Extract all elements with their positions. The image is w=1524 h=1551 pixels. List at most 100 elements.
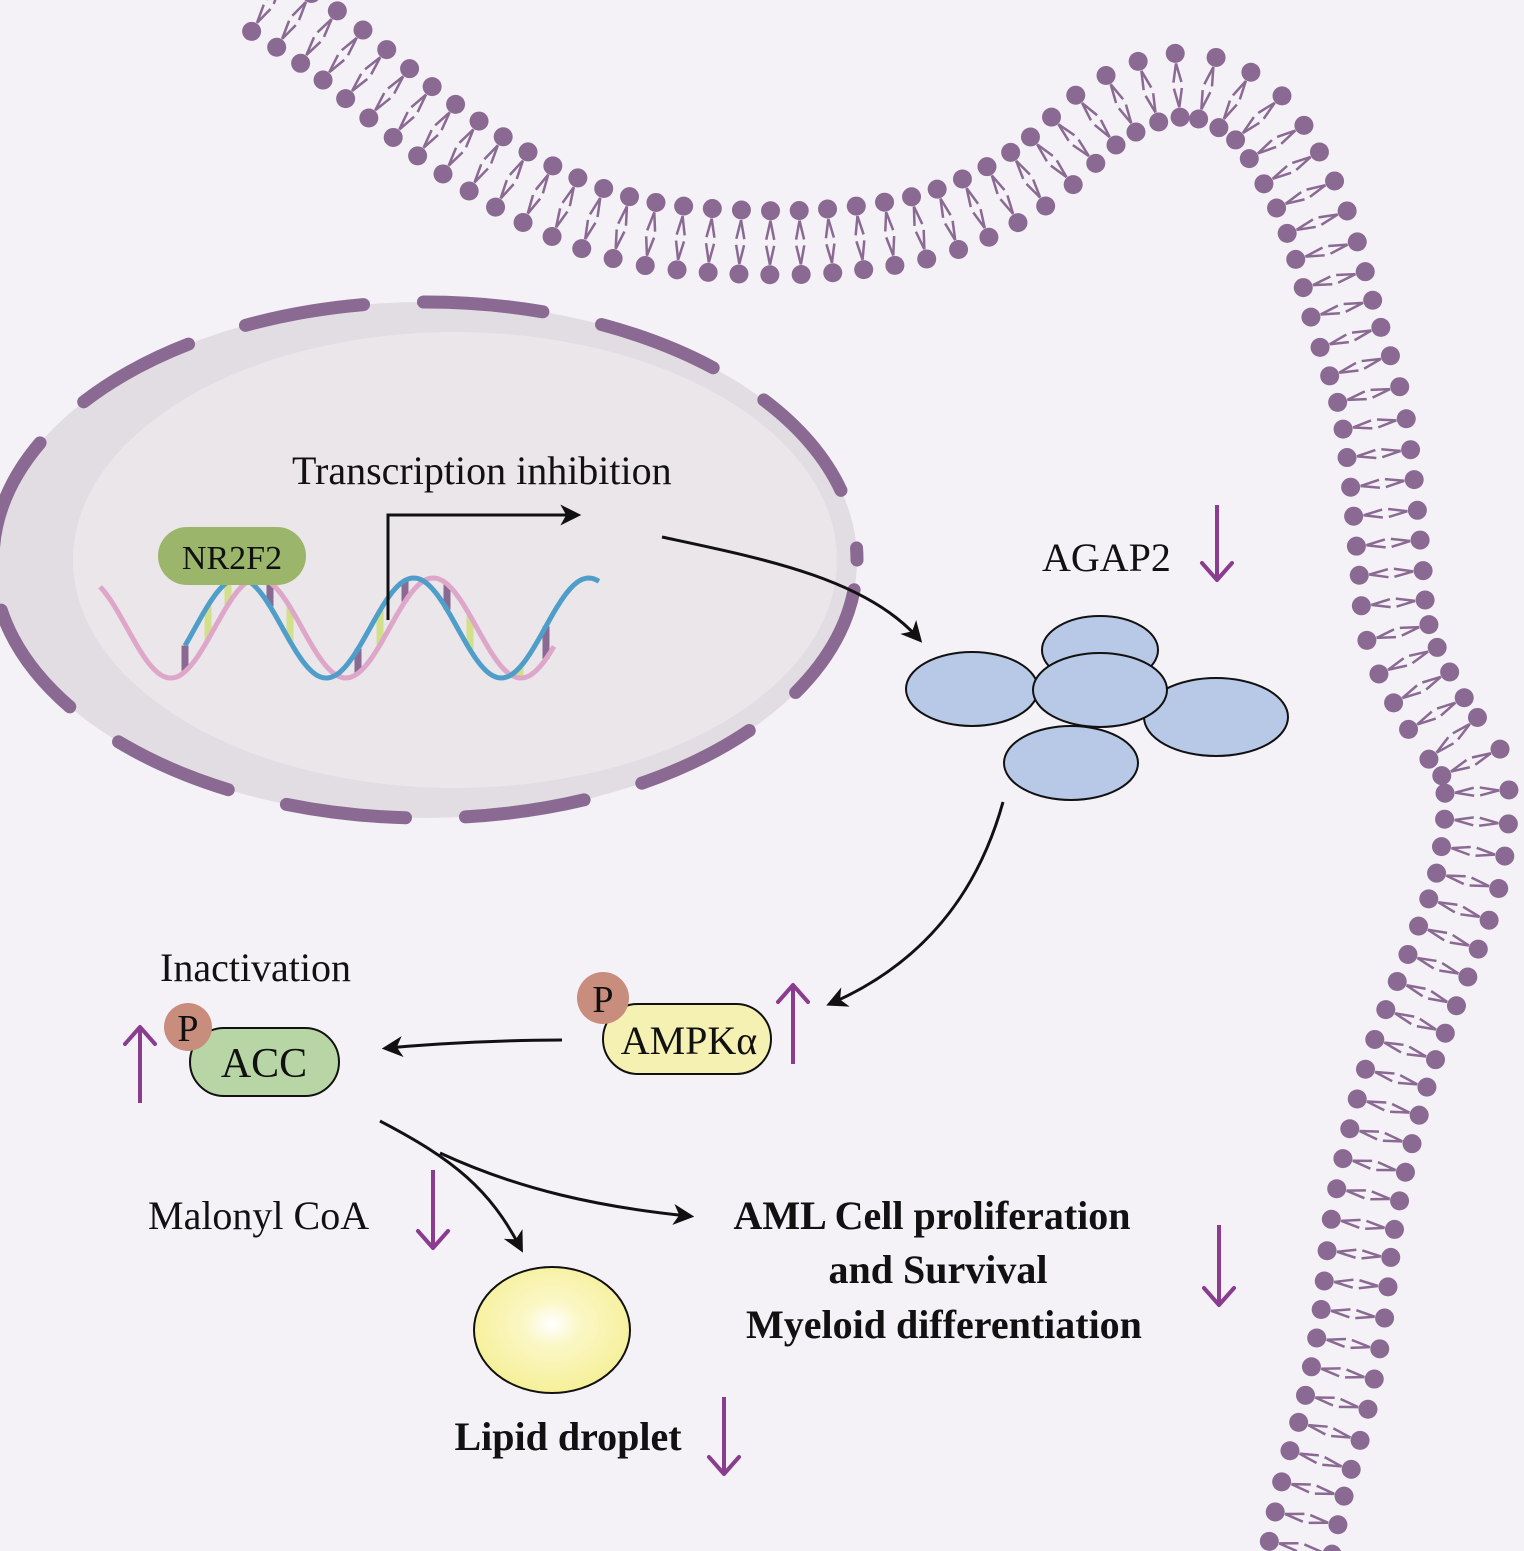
lipid-head bbox=[493, 127, 513, 147]
lipid-tail bbox=[1320, 1367, 1340, 1378]
phospholipid bbox=[875, 192, 905, 275]
lipid-head bbox=[1314, 1271, 1334, 1291]
lipid-tail bbox=[1036, 143, 1048, 162]
lipid-tail bbox=[765, 220, 772, 241]
lipid-tail bbox=[1401, 691, 1422, 700]
lipid-tail bbox=[1358, 1129, 1378, 1141]
lipid-head bbox=[1267, 198, 1287, 218]
lipid-head bbox=[1321, 1209, 1341, 1229]
nr2f2-label: NR2F2 bbox=[182, 540, 282, 577]
lipid-head bbox=[1407, 500, 1427, 520]
phospholipid bbox=[1265, 1502, 1348, 1535]
lipid-head bbox=[1327, 1179, 1347, 1199]
lipid-tail bbox=[1077, 138, 1090, 157]
lipid-head bbox=[1409, 1105, 1429, 1125]
lipid-head bbox=[304, 0, 319, 4]
lipid-head bbox=[1126, 122, 1146, 142]
lipid-tail bbox=[1399, 1074, 1418, 1086]
lipid-tail bbox=[1384, 477, 1405, 483]
lipid-tail bbox=[447, 147, 458, 167]
lipid-tail bbox=[1454, 818, 1474, 827]
lipid-tail bbox=[561, 186, 575, 204]
lipid-head bbox=[620, 187, 640, 207]
lipid-tail bbox=[422, 129, 433, 149]
lipid-tail bbox=[1318, 213, 1338, 219]
lipid-tail bbox=[1360, 484, 1381, 489]
indicator-head-down bbox=[1200, 561, 1234, 582]
lipid-tail bbox=[1329, 340, 1349, 346]
lipid-tail bbox=[596, 197, 602, 218]
lipid-tail bbox=[1440, 701, 1457, 717]
lipid-tail bbox=[1072, 144, 1090, 158]
phospholipid bbox=[667, 196, 694, 280]
lipid-head bbox=[1410, 530, 1430, 550]
lipid-tail bbox=[1057, 123, 1076, 137]
lipid-tail bbox=[1377, 419, 1397, 429]
phospholipid bbox=[1384, 662, 1460, 713]
lipid-head bbox=[977, 157, 997, 177]
lipid-head bbox=[1349, 565, 1369, 585]
lipid-tail bbox=[1399, 625, 1420, 630]
lipid-tail bbox=[1345, 301, 1364, 313]
lipid-tail bbox=[1441, 961, 1460, 975]
lipid-head bbox=[1395, 1162, 1415, 1182]
lipid-tail bbox=[990, 175, 999, 195]
lipid-tail bbox=[1394, 1012, 1415, 1018]
lipid-head bbox=[1277, 223, 1297, 243]
lipid-tail bbox=[1340, 1397, 1359, 1409]
lipid-head bbox=[1351, 596, 1371, 616]
lipid-tail bbox=[1387, 507, 1408, 513]
agap2-subunit bbox=[905, 651, 1039, 727]
phospholipid bbox=[1296, 1385, 1378, 1419]
indicator-head-up bbox=[776, 983, 810, 1004]
lipid-tail bbox=[1050, 164, 1068, 179]
lipid-tail bbox=[1471, 752, 1492, 759]
lipid-head bbox=[1435, 809, 1455, 829]
lipid-tail bbox=[440, 111, 451, 131]
lipid-tail bbox=[768, 245, 776, 266]
lipid-head bbox=[1241, 62, 1261, 82]
lipid-head bbox=[1370, 1339, 1390, 1359]
lipid-head bbox=[313, 70, 333, 90]
lipid-head bbox=[542, 226, 562, 246]
lipid-head bbox=[1398, 944, 1418, 964]
lipid-tail bbox=[1242, 121, 1261, 135]
phospholipid bbox=[789, 201, 811, 285]
lipid-tail bbox=[1080, 102, 1092, 121]
lipid-tail bbox=[1231, 80, 1247, 97]
lipid-head bbox=[1489, 879, 1509, 899]
acc-phospho-label: P bbox=[177, 1008, 198, 1050]
lipid-tail bbox=[1446, 874, 1466, 878]
acc-protein: ACC P bbox=[164, 1003, 340, 1097]
phospholipid bbox=[459, 127, 513, 201]
lipid-tail bbox=[1314, 1396, 1334, 1407]
lipid-tail bbox=[1454, 791, 1475, 797]
lipid-tail bbox=[1383, 1041, 1402, 1054]
lipid-head bbox=[1381, 1247, 1401, 1267]
lipid-tail bbox=[1336, 272, 1356, 277]
lipid-tail bbox=[398, 111, 409, 131]
lipid-tail bbox=[1356, 448, 1376, 458]
lipid-tail bbox=[1416, 717, 1437, 726]
lipid-head bbox=[1042, 107, 1062, 127]
lipid-head bbox=[1341, 1459, 1361, 1479]
phospholipid bbox=[1189, 47, 1226, 129]
lipid-tail bbox=[328, 58, 346, 74]
lipid-tail bbox=[1469, 884, 1490, 888]
lipid-tail bbox=[1222, 100, 1232, 120]
lipid-tail bbox=[328, 54, 340, 73]
lipid-tail bbox=[1356, 455, 1377, 460]
lipid-tail bbox=[1454, 816, 1474, 822]
phospholipid bbox=[433, 111, 489, 184]
phospholipid bbox=[846, 196, 874, 280]
indicator-head-down bbox=[416, 1229, 450, 1250]
lipid-tail bbox=[1306, 183, 1326, 191]
lipid-head bbox=[1063, 175, 1083, 195]
lipid-tail bbox=[1284, 1512, 1304, 1523]
lipid-tail bbox=[1445, 874, 1465, 886]
lipid-tail bbox=[1328, 243, 1348, 248]
lipid-tail bbox=[1479, 786, 1500, 792]
ampk-shape bbox=[602, 1003, 772, 1075]
indicator-head-up bbox=[123, 1025, 157, 1046]
lipid-droplet-label: Lipid droplet bbox=[454, 1414, 682, 1459]
